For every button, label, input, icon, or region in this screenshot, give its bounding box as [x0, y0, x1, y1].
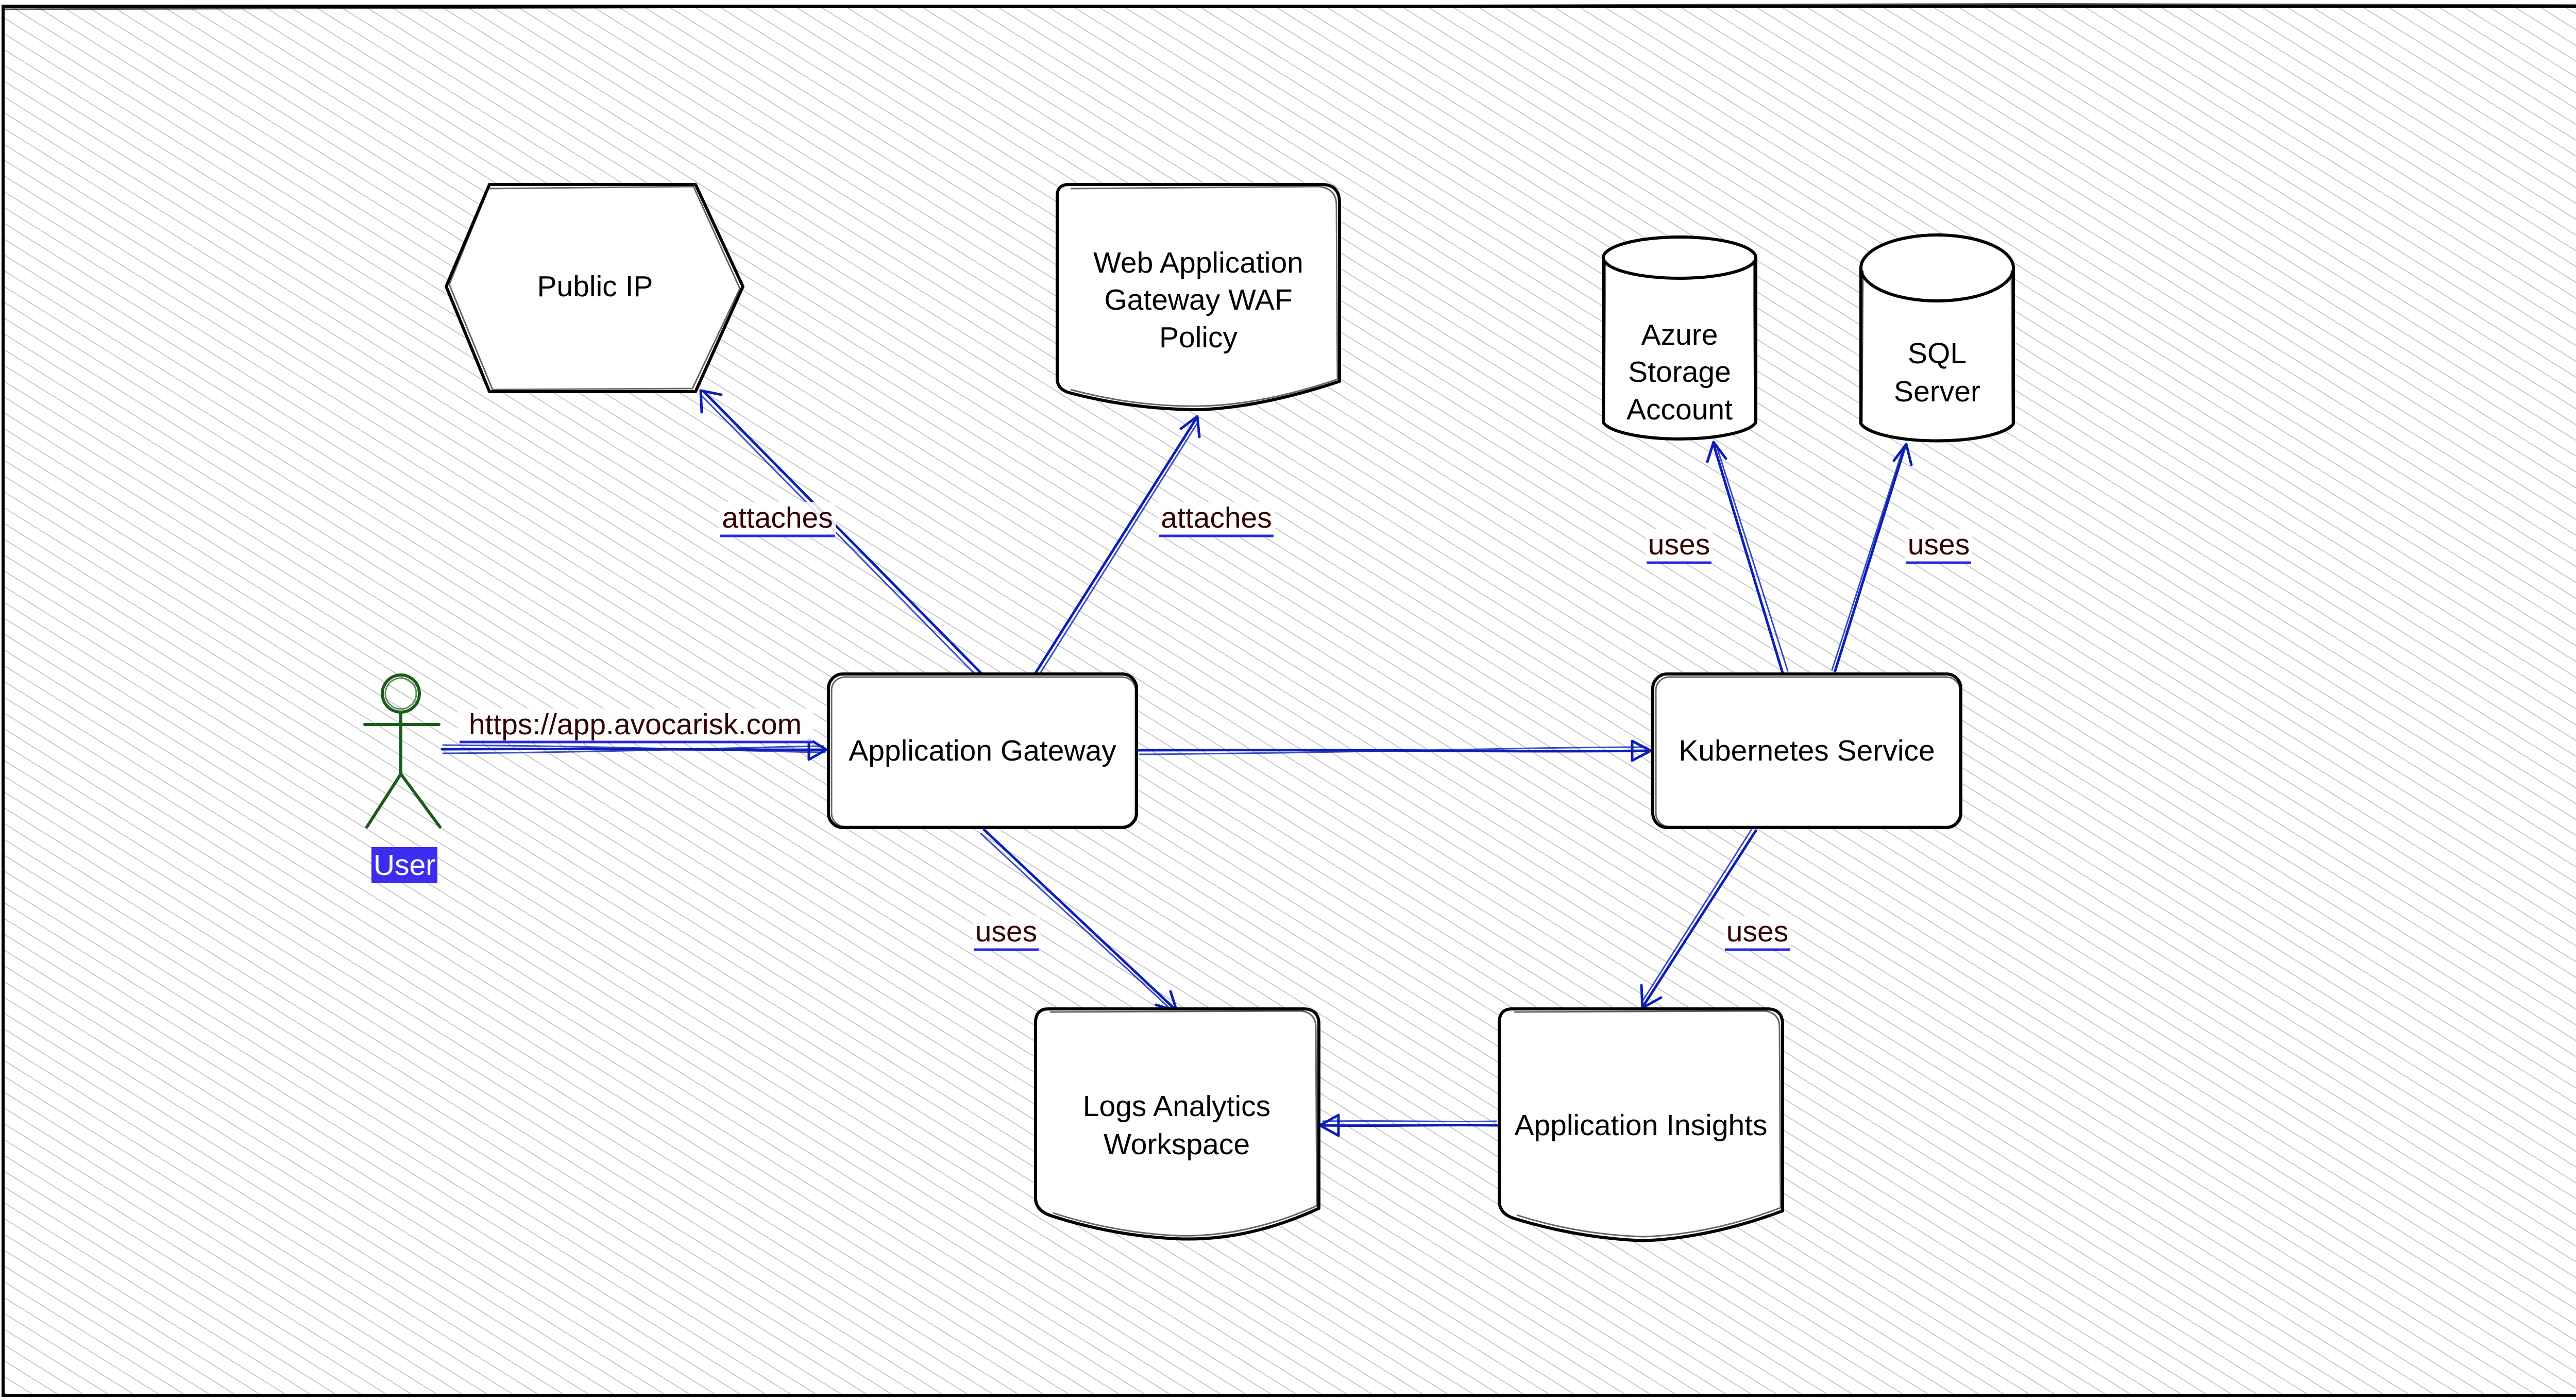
node-sql-server[interactable]: SQL Server: [1859, 233, 2015, 443]
svg-text:uses: uses: [1726, 915, 1788, 948]
node-label-line: Workspace: [1104, 1128, 1250, 1161]
edge-gateway-to-waf[interactable]: [1034, 415, 1201, 675]
svg-text:uses: uses: [975, 915, 1037, 948]
node-waf-policy[interactable]: Web Application Gateway WAF Policy: [1056, 183, 1341, 411]
node-label-line: Kubernetes Service: [1679, 734, 1935, 767]
node-azure-storage[interactable]: Azure Storage Account: [1602, 235, 1757, 441]
actor-label-user: User: [371, 847, 437, 883]
edge-label-user-url: https://app.avocarisk.com: [457, 708, 813, 744]
node-application-insights[interactable]: Application Insights: [1498, 1007, 1784, 1242]
edge-gateway-to-kubernetes[interactable]: [1137, 739, 1652, 762]
node-label-line: Application Gateway: [849, 734, 1116, 767]
node-label-line: Gateway WAF: [1104, 283, 1292, 316]
edge-label-uses-sql: uses: [1905, 528, 1972, 564]
edge-gateway-to-public-ip[interactable]: [699, 389, 982, 676]
node-label-line: SQL: [1908, 337, 1967, 370]
edge-label-attaches-waf: attaches: [1158, 501, 1275, 537]
edge-kubernetes-to-storage[interactable]: [1706, 441, 1789, 674]
svg-text:attaches: attaches: [1161, 501, 1272, 534]
node-label-line: Policy: [1159, 321, 1238, 354]
node-label-line: Logs Analytics: [1083, 1090, 1270, 1123]
edge-app-insights-to-log-analytics[interactable]: [1318, 1114, 1499, 1137]
node-public-ip[interactable]: Public IP: [445, 183, 744, 393]
edge-kubernetes-to-sql[interactable]: [1831, 443, 1913, 672]
node-kubernetes-service[interactable]: Kubernetes Service: [1651, 672, 1962, 829]
svg-text:uses: uses: [1908, 528, 1970, 561]
svg-text:https://app.avocarisk.com: https://app.avocarisk.com: [469, 708, 802, 741]
svg-text:User: User: [374, 849, 435, 882]
edge-label-attaches-public-ip: attaches: [719, 501, 836, 537]
stick-figure-icon[interactable]: [363, 673, 442, 829]
node-label-line: Storage: [1628, 356, 1731, 389]
svg-text:attaches: attaches: [722, 501, 833, 534]
node-label-line: Server: [1894, 375, 1980, 408]
node-label-line: Account: [1626, 393, 1733, 426]
svg-text:uses: uses: [1648, 528, 1710, 561]
node-label-line: Public IP: [537, 270, 653, 303]
edge-user-to-gateway[interactable]: [440, 737, 828, 761]
edge-label-uses-storage: uses: [1646, 528, 1713, 564]
node-label-line: Application Insights: [1514, 1109, 1767, 1142]
edge-label-uses-log-analytics: uses: [973, 915, 1040, 951]
node-logs-analytics-workspace[interactable]: Logs Analytics Workspace: [1034, 1007, 1320, 1241]
edge-label-uses-app-insights: uses: [1724, 915, 1791, 951]
node-label-line: Web Application: [1093, 246, 1303, 279]
node-application-gateway[interactable]: Application Gateway: [827, 672, 1138, 829]
node-label-line: Azure: [1641, 318, 1718, 351]
